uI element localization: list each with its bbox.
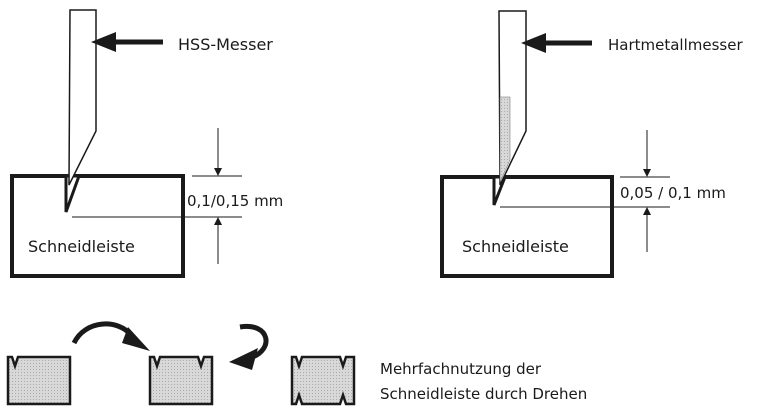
strip-four-notches (290, 355, 356, 406)
hss-blade-label: HSS-Messer (178, 35, 273, 54)
rotation-sequence: Mehrfachnutzung der Schneidleiste durch … (6, 321, 587, 406)
carbide-section: Hartmetallmesser 0,05 / 0,1 mm Schneidle… (440, 10, 743, 278)
caption-line1: Mehrfachnutzung der (380, 360, 542, 378)
strip-one-notch (6, 355, 72, 406)
block-label-left: Schneidleiste (28, 237, 135, 256)
flip-arrow-icon (239, 323, 269, 361)
cutting-strip-left (10, 174, 185, 278)
hss-blade (68, 9, 97, 186)
strip-two-notches (148, 355, 214, 406)
cutting-strip-right (440, 175, 614, 278)
carbide-tip (499, 96, 511, 183)
caption-line2: Schneidleiste durch Drehen (380, 385, 587, 403)
block-label-right: Schneidleiste (462, 237, 569, 256)
carbide-blade-label: Hartmetallmesser (608, 36, 743, 54)
arrow-icon (91, 32, 116, 52)
dimension-left: 0,1/0,15 mm (187, 192, 283, 210)
hss-section: HSS-Messer 0,1/0,15 mm Schneidleiste (10, 9, 283, 278)
arrow-icon (521, 33, 546, 53)
dimension-right: 0,05 / 0,1 mm (620, 184, 726, 202)
